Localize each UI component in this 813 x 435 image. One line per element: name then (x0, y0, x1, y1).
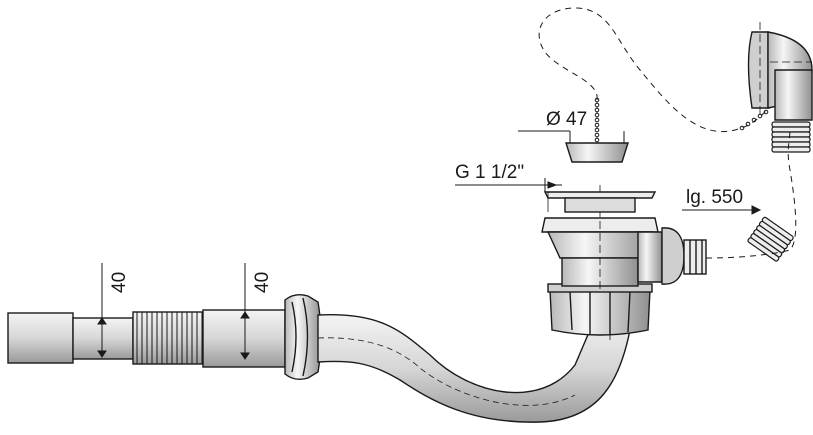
chain-bead (594, 132, 600, 138)
corrugation-ribs (136, 312, 203, 364)
chain-bead (594, 107, 600, 113)
dimension-lines (97, 130, 762, 360)
thread-ring (771, 146, 811, 153)
chain-bead (763, 109, 769, 115)
hose-thread-group (747, 216, 794, 262)
chain-bead (745, 121, 751, 127)
union-nut-left (284, 293, 322, 381)
pipe-dia-left-label: 40 (109, 271, 130, 293)
pipe-dia-right-label: 40 (252, 271, 273, 293)
thread-ring (771, 126, 811, 133)
stopper-chain (594, 97, 769, 143)
chain-bead (594, 117, 600, 123)
overflow-cover-thread (771, 121, 811, 153)
overflow-cover (747, 22, 813, 121)
strainer-flange (543, 191, 657, 213)
thread-ring (747, 237, 780, 262)
chain-bead (594, 102, 600, 108)
trap-nut-right (547, 283, 653, 336)
overflow-length-label: lg. 550 (686, 187, 744, 208)
chain-bead (594, 127, 600, 133)
hose-path (705, 129, 797, 259)
chain-bead (594, 112, 600, 118)
thread-ring (771, 131, 811, 138)
outlet-end-socket (7, 312, 74, 364)
thread-ring (771, 136, 811, 143)
outlet-pipe (7, 309, 286, 368)
chain-bead (594, 137, 600, 143)
corrugated-hose (132, 311, 204, 365)
thread-ring (771, 121, 811, 128)
waste-body (541, 185, 659, 290)
overflow-connector (637, 227, 707, 285)
outlet-straight-section (202, 309, 286, 368)
chain-bead (594, 122, 600, 128)
chain-bead (739, 125, 745, 131)
chain-bead (757, 113, 763, 119)
dashed-paths (538, 7, 797, 259)
overflow-hose-end-thread (747, 216, 794, 262)
chain-path (538, 7, 771, 132)
thread-ring (771, 141, 811, 148)
thread-label: G 1 1/2" (455, 162, 525, 183)
dia-stopper-label: Ø 47 (546, 109, 588, 130)
